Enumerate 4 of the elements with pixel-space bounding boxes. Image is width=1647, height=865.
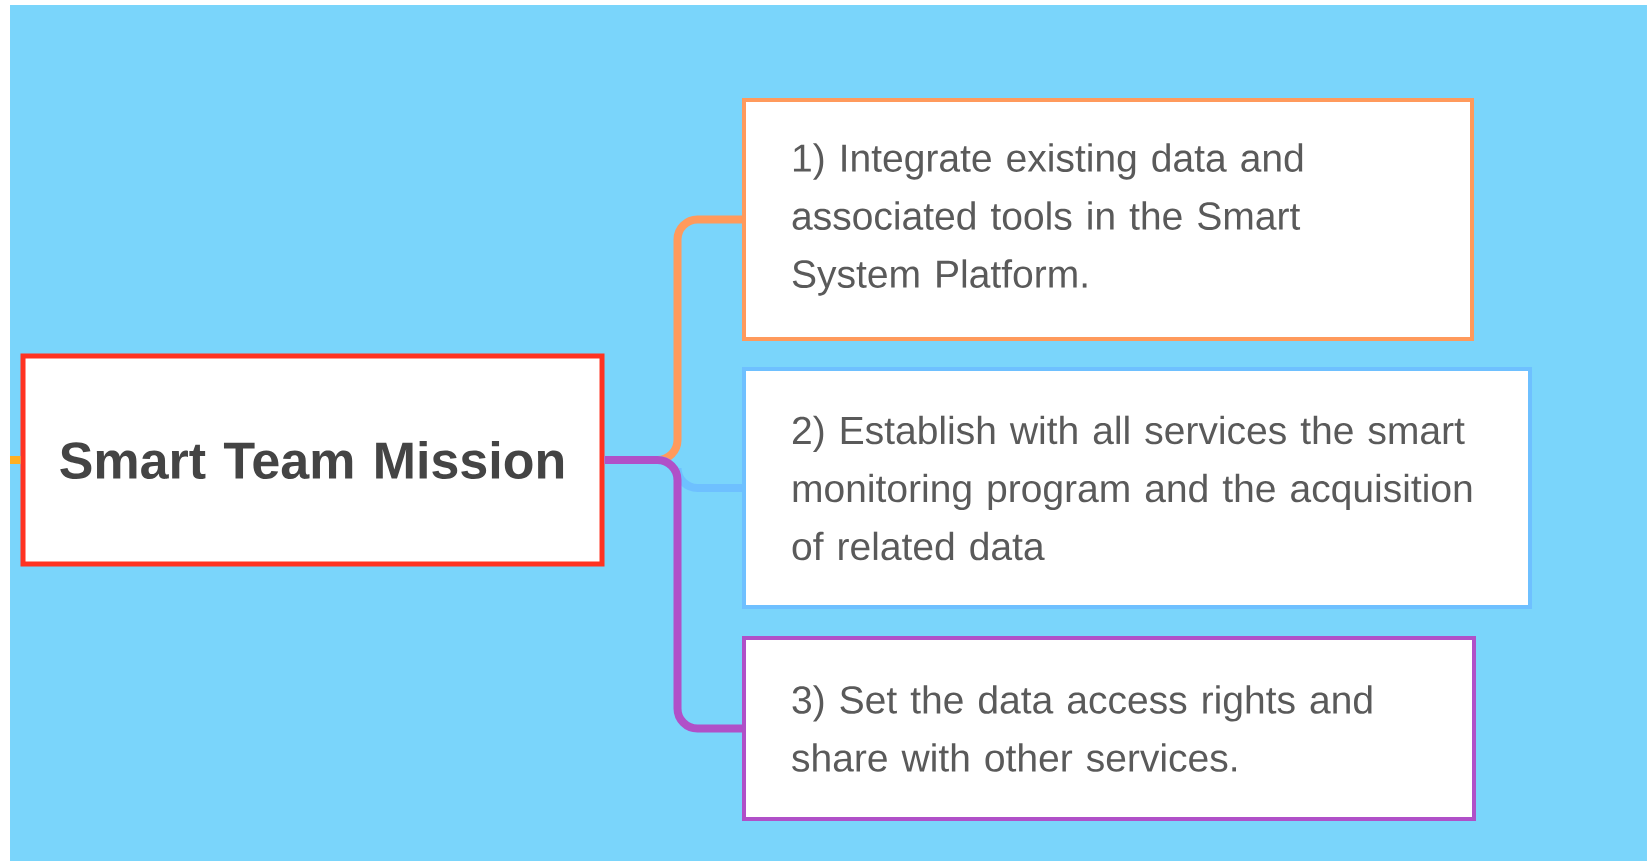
branch-box: 1) Integrate existing data and associated tools in the Smart System Platform. bbox=[742, 98, 1474, 341]
branch-box: 3) Set the data access rights and share with other services. bbox=[742, 636, 1476, 821]
topic-box: Smart Team Mission bbox=[20, 353, 605, 567]
branch-box: 2) Establish with all services the smart monitoring program and the acquisition of related data bbox=[742, 367, 1532, 609]
